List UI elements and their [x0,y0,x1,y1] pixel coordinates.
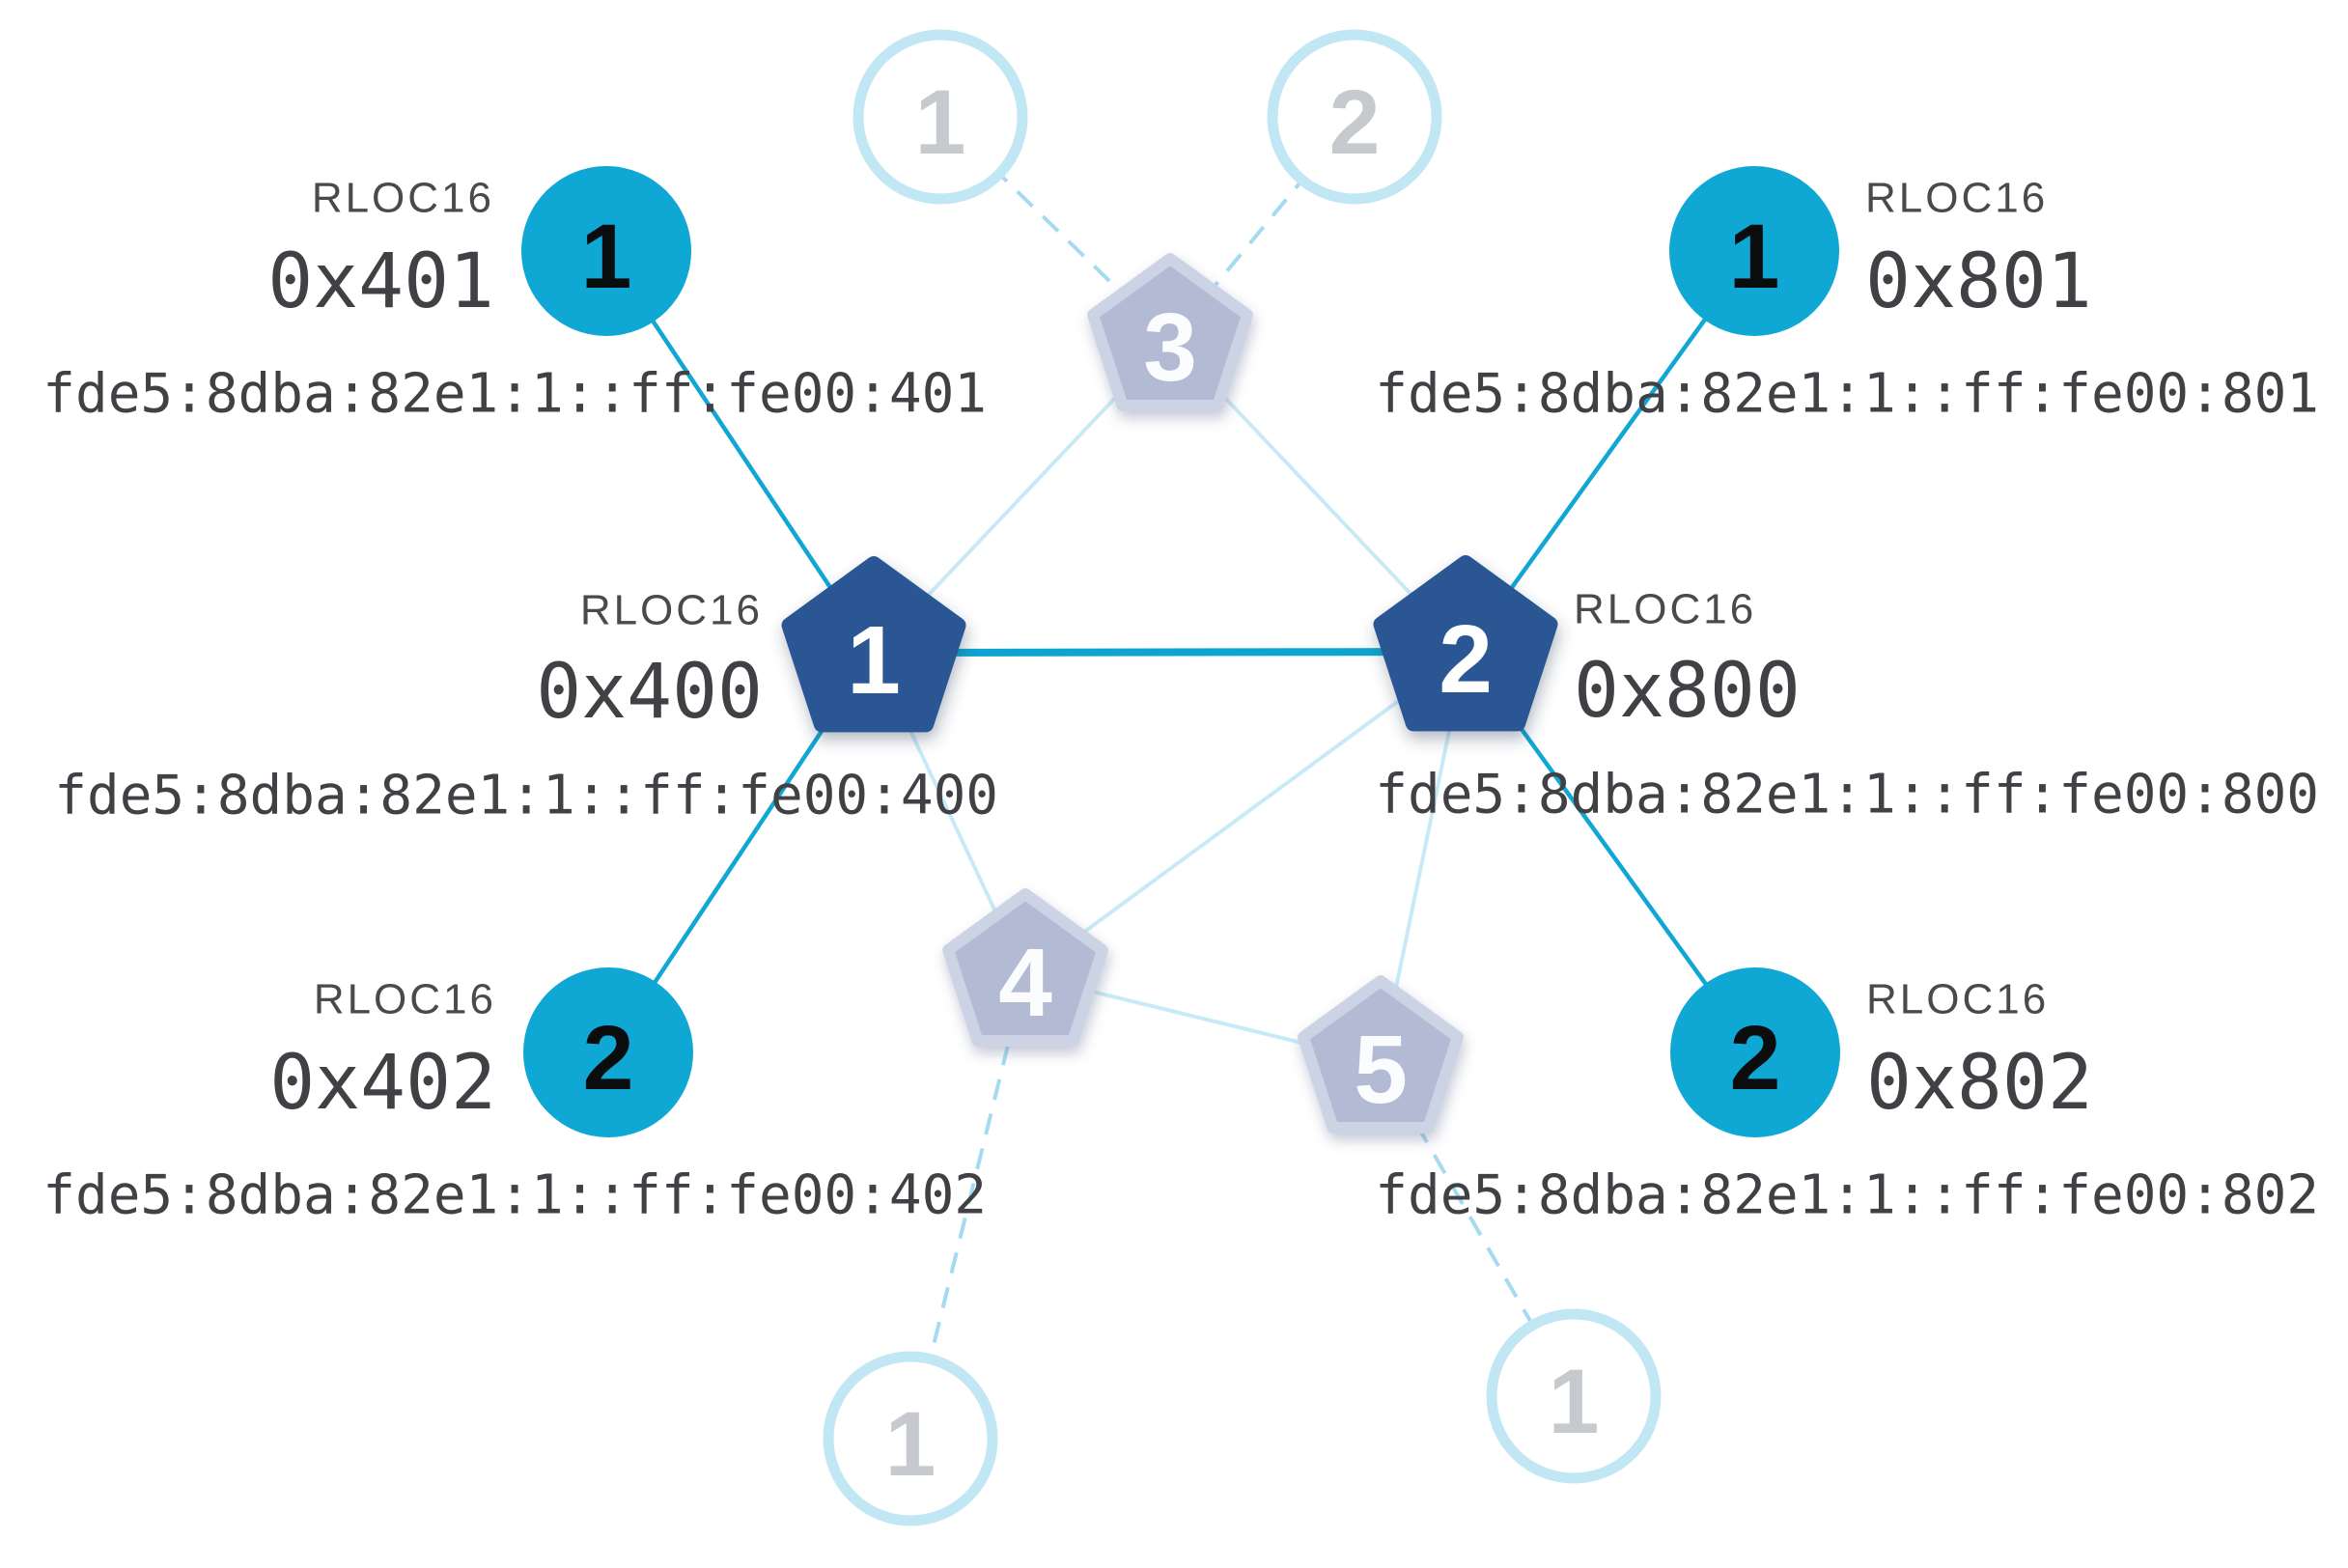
child-401-rloc16-title: RLOC16 [312,175,494,222]
router-1-number: 1 [847,606,901,714]
child-idle-top-1-number: 1 [915,71,966,174]
child-idle-bottom-1-circle-shape [823,1351,998,1526]
end-device-node-child-801: 1 RLOC160x801fde5:8dba:82e1:1::ff:fe00:80… [1375,166,2319,426]
child-idle-bottom-2-number: 1 [1549,1351,1600,1453]
child-idle-top-1-circle-shape [853,29,1028,205]
child-idle-bottom-2-circle-shape [1486,1308,1662,1484]
router-2-number: 2 [1439,605,1493,714]
end-device-node-child-idle-bottom-2: 1 [1486,1308,1662,1484]
child-802-rloc16-value: 0x802 [1866,1040,2093,1127]
link-router-1--router-2 [873,648,1467,657]
link-router-2--router-4 [1023,650,1468,977]
router-1-pentagon-shape [781,556,966,733]
child-401-number: 1 [581,206,632,308]
child-801-rloc16-title: RLOC16 [1865,175,2048,222]
child-801-ipv6-address: fde5:8dba:82e1:1::ff:fe00:801 [1375,363,2319,426]
router-node-router-3: 3 [1087,253,1253,411]
child-401-ipv6-address: fde5:8dba:82e1:1::ff:fe00:401 [42,363,987,426]
child-802-ipv6-address: fde5:8dba:82e1:1::ff:fe00:802 [1375,1164,2319,1227]
nodes-layer: 1RLOC160x400fde5:8dba:82e1:1::ff:fe00:40… [42,29,2319,1526]
router-4-pentagon-shape [942,888,1108,1047]
router-node-router-5: 5 [1298,975,1464,1134]
router-node-router-2: 2 RLOC160x800fde5:8dba:82e1:1::ff:fe00:80… [1373,555,2319,826]
child-401-rloc16-value: 0x401 [267,238,494,325]
end-device-node-child-idle-top-1: 1 [853,29,1028,205]
child-801-rloc16-value: 0x801 [1865,238,2092,325]
child-802-number: 2 [1730,1007,1781,1109]
child-402-circle-shape [523,967,693,1137]
router-2-pentagon-shape [1373,555,1558,732]
router-2-rloc16-title: RLOC16 [1574,586,1756,633]
child-idle-top-2-circle-shape [1267,29,1442,205]
router-1-ipv6-address: fde5:8dba:82e1:1::ff:fe00:400 [54,765,998,827]
child-idle-bottom-1-number: 1 [885,1393,936,1496]
router-3-pentagon-shape [1087,253,1253,411]
router-node-router-4: 4 [942,888,1108,1047]
child-802-circle-shape [1670,967,1840,1137]
end-device-node-child-402: 2 RLOC160x402fde5:8dba:82e1:1::ff:fe00:40… [42,967,987,1227]
child-402-rloc16-value: 0x402 [269,1040,496,1127]
end-device-node-child-idle-bottom-1: 1 [823,1351,998,1526]
end-device-node-child-idle-top-2: 2 [1267,29,1442,205]
child-401-circle-shape [521,166,691,336]
child-402-number: 2 [583,1007,634,1109]
end-device-node-child-802: 2 RLOC160x802fde5:8dba:82e1:1::ff:fe00:80… [1375,967,2319,1227]
router-2-ipv6-address: fde5:8dba:82e1:1::ff:fe00:800 [1375,764,2319,826]
router-5-number: 5 [1354,1016,1408,1124]
router-3-number: 3 [1143,294,1197,402]
router-1-rloc16-value: 0x400 [536,649,763,736]
child-801-circle-shape [1669,166,1839,336]
child-idle-top-2-number: 2 [1329,71,1381,174]
child-402-ipv6-address: fde5:8dba:82e1:1::ff:fe00:402 [42,1164,987,1227]
router-1-rloc16-title: RLOC16 [580,587,763,634]
router-5-pentagon-shape [1298,975,1464,1134]
end-device-node-child-401: 1 RLOC160x401fde5:8dba:82e1:1::ff:fe00:40… [42,166,987,426]
router-2-rloc16-value: 0x800 [1574,648,1801,735]
child-801-number: 1 [1729,206,1780,308]
child-802-rloc16-title: RLOC16 [1866,976,2049,1023]
router-node-router-1: 1 RLOC160x400fde5:8dba:82e1:1::ff:fe00:40… [54,556,998,827]
child-402-rloc16-title: RLOC16 [314,976,496,1023]
router-4-number: 4 [998,929,1052,1037]
